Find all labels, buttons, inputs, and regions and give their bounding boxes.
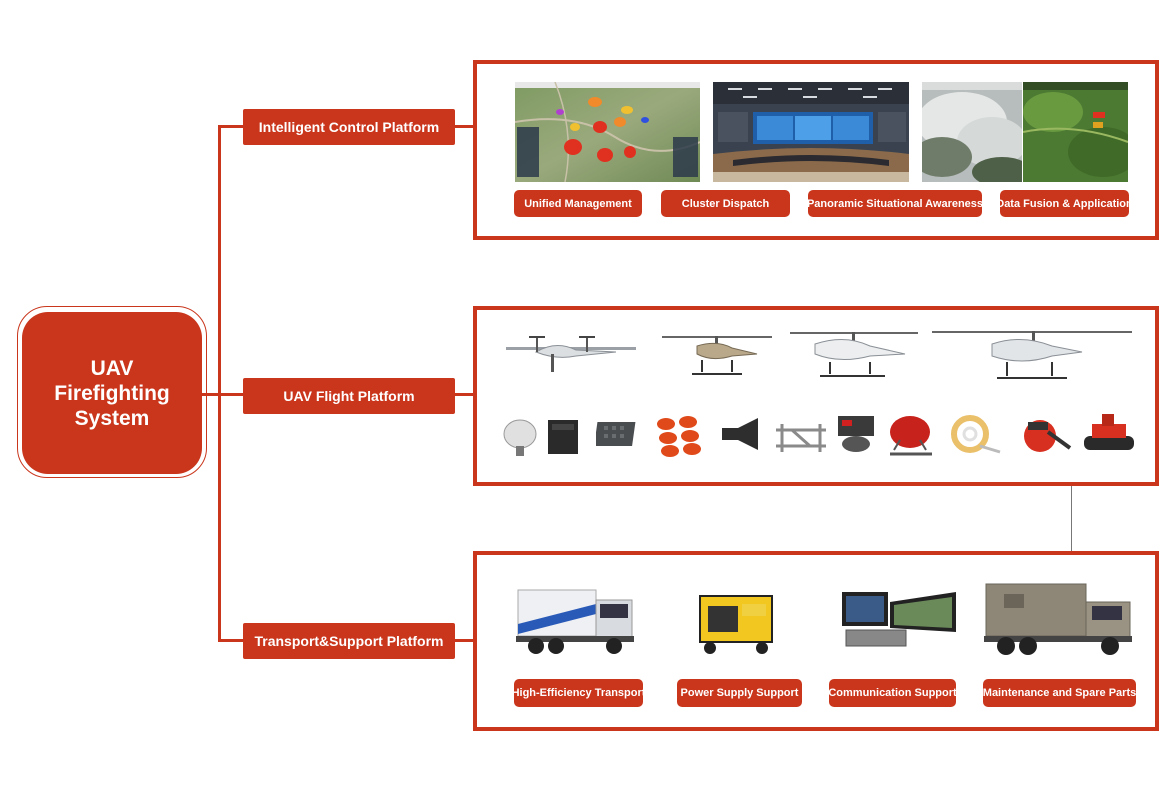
connector-out-3 <box>454 639 476 642</box>
capability-pill: Unified Management <box>514 190 642 217</box>
blower-icon <box>1024 420 1072 452</box>
pill-label: Panoramic Situational Awareness <box>806 197 984 210</box>
root-node: UAV Firefighting System <box>22 312 202 474</box>
maintenance-truck-icon <box>984 583 1132 655</box>
capability-pill: Data Fusion & Application <box>996 190 1133 217</box>
medium-helicopter-icon <box>790 332 918 377</box>
root-label: UAV Firefighting System <box>54 356 170 430</box>
capability-pill: Communication Support <box>828 679 957 707</box>
payload-box-icon <box>548 420 578 454</box>
fire-extinguisher-balls-icon <box>657 416 701 457</box>
fixed-wing-vtol-icon <box>506 336 636 372</box>
connector-root <box>202 393 220 396</box>
platform-transport-support: Transport&Support Platform <box>243 623 455 659</box>
antenna-mast <box>1071 486 1072 586</box>
platform-intelligent-control: Intelligent Control Platform <box>243 109 455 145</box>
map-screenshot-image <box>515 82 700 182</box>
connector-branch-1 <box>218 125 244 128</box>
control-unit-icon <box>596 422 636 446</box>
satellite-dish-icon <box>503 419 537 456</box>
pill-label: High-Efficiency Transport <box>511 687 646 699</box>
pill-label: Power Supply Support <box>680 687 799 699</box>
platform-label: Transport&Support Platform <box>254 633 444 649</box>
pill-label: Unified Management <box>524 197 632 210</box>
platform-label: Intelligent Control Platform <box>258 119 440 135</box>
connector-branch-3 <box>218 639 244 642</box>
connector-out-1 <box>454 125 476 128</box>
small-helicopter-icon <box>662 336 772 375</box>
pill-label: Maintenance and Spare Parts <box>982 687 1137 699</box>
fire-hose-icon <box>951 415 1001 454</box>
control-room-image <box>713 82 909 182</box>
large-helicopter-icon <box>932 331 1132 379</box>
fire-smoke-image <box>922 82 1022 182</box>
satellite-data-image <box>1023 82 1128 182</box>
capability-pill: Cluster Dispatch <box>661 190 790 217</box>
connector-trunk <box>218 126 221 642</box>
pill-label: Data Fusion & Application <box>996 197 1133 210</box>
capability-pill: High-Efficiency Transport <box>511 679 646 707</box>
pill-label: Cluster Dispatch <box>681 197 770 210</box>
platform-uav-flight: UAV Flight Platform <box>243 378 455 414</box>
water-pump-icon <box>890 416 932 456</box>
pill-label: Communication Support <box>828 687 957 699</box>
capability-pill: Maintenance and Spare Parts <box>983 679 1136 707</box>
winch-icon <box>838 416 874 452</box>
mounting-rack-icon <box>776 424 826 452</box>
capability-pill: Power Supply Support <box>677 679 802 707</box>
connector-out-2 <box>454 393 476 396</box>
root-outline <box>17 306 207 478</box>
capability-pill: Panoramic Situational Awareness <box>806 190 984 217</box>
generator-icon <box>699 595 773 654</box>
communication-console-icon <box>842 592 956 647</box>
fire-robot-icon <box>1084 414 1134 450</box>
platform-label: UAV Flight Platform <box>283 388 415 404</box>
connector-branch-2 <box>218 393 244 396</box>
loudspeaker-icon <box>722 418 758 450</box>
transport-truck-icon <box>516 589 634 654</box>
